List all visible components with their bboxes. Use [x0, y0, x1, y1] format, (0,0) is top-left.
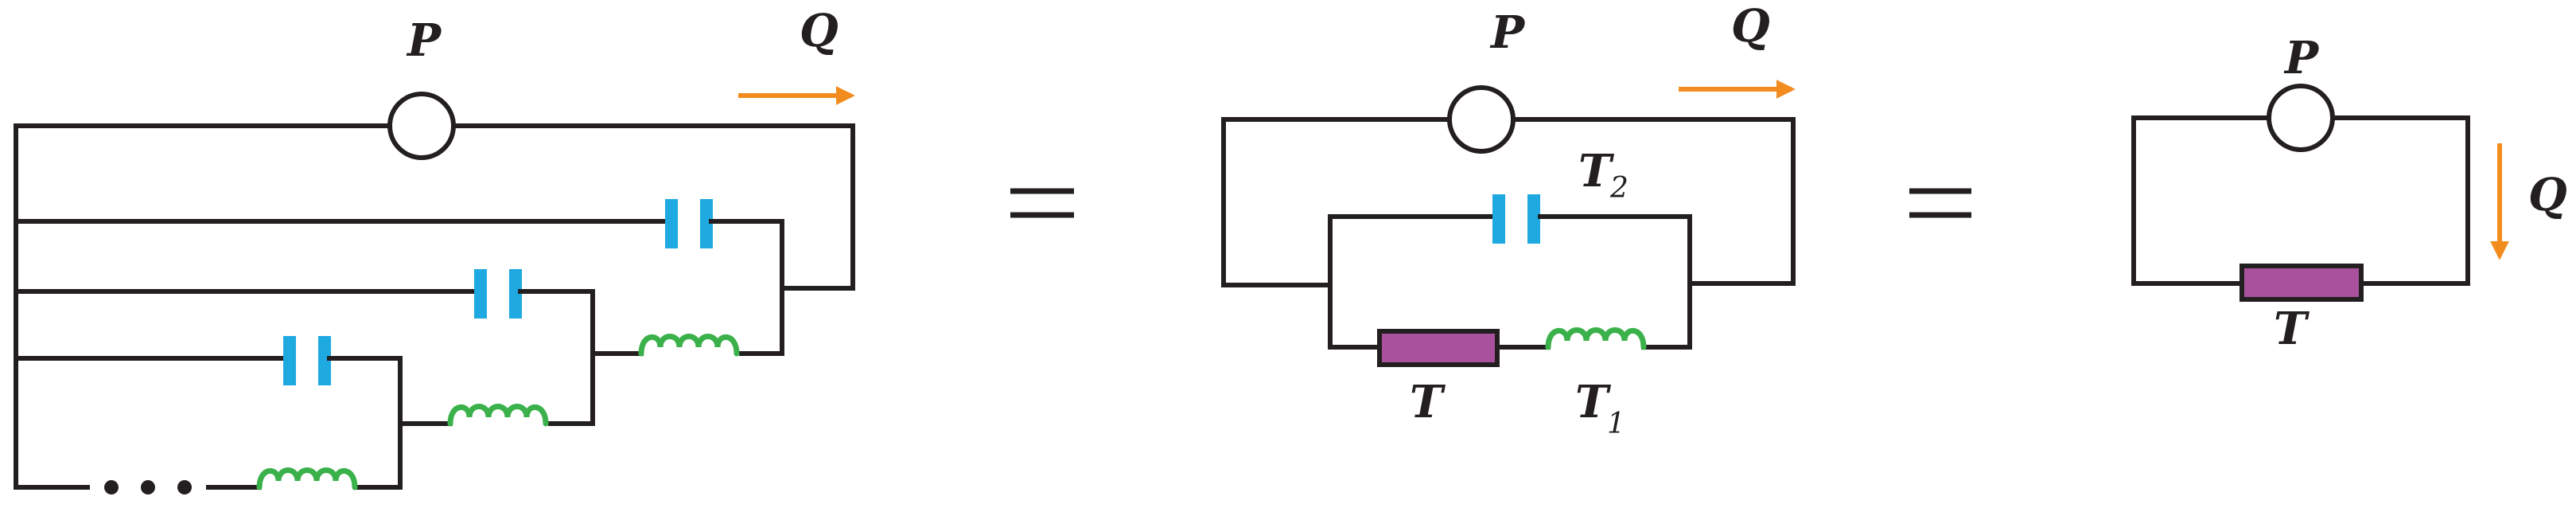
- ladder-circuit: P Q: [14, 5, 855, 494]
- ladder-row3-wire-right: [327, 356, 403, 490]
- equivalent-circuit: P T Q: [2131, 32, 2567, 355]
- reduced-circuit: P Q T 2 T T 1: [1221, 0, 1796, 440]
- ladder-source-icon: [387, 92, 456, 160]
- reduced-capacitor-icon: [1492, 194, 1505, 244]
- ladder-top-right-wire: [451, 123, 855, 291]
- reduced-t1-label: T: [1575, 376, 1612, 428]
- equivalent-source-label: P: [2283, 32, 2320, 84]
- equivalent-resistor-icon: [2239, 264, 2364, 302]
- equivalent-left-wire: [2131, 115, 2271, 286]
- reduced-outer-right-wire: [1511, 117, 1796, 286]
- ladder-row2-capacitor-icon: [474, 269, 487, 319]
- ladder-row2-capacitor-icon-b: [509, 269, 522, 319]
- equivalent-t-label: T: [2274, 303, 2310, 355]
- reduced-inner-top-left-wire: [1328, 214, 1498, 350]
- ladder-l3-inductor-icon: [256, 467, 358, 491]
- ladder-row1-wire-right: [709, 219, 784, 356]
- ladder-ellipsis-icon-c: [177, 480, 192, 494]
- reduced-inner-top-right-wire: [1538, 214, 1692, 350]
- equals-sign-2: [1909, 188, 1971, 218]
- ladder-row3-capacitor-icon: [283, 336, 296, 385]
- reduced-capacitor-icon-b: [1527, 194, 1540, 244]
- ladder-row2-wire-right: [518, 289, 595, 426]
- ladder-source-label: P: [406, 14, 442, 67]
- ladder-row3-capacitor-icon-b: [318, 336, 331, 385]
- ladder-ellipsis-icon-b: [141, 480, 155, 494]
- reduced-t1-subscript: 1: [1607, 408, 1625, 440]
- ladder-flow-label: Q: [800, 5, 839, 57]
- ladder-ellipsis-icon: [104, 480, 119, 494]
- ladder-l2-inductor-icon: [447, 404, 549, 427]
- equivalent-source-icon: [2267, 84, 2335, 152]
- ladder-top-wire: [14, 123, 392, 488]
- reduced-t-label: T: [1410, 376, 1446, 428]
- ladder-l1-inductor-icon: [638, 334, 740, 357]
- reduced-t2-label: T: [1578, 145, 1615, 197]
- equivalent-right-wire: [2330, 115, 2470, 286]
- reduced-resistor-icon: [1377, 329, 1500, 367]
- reduced-inductor-icon: [1545, 327, 1647, 350]
- equivalent-flow-label: Q: [2528, 169, 2567, 221]
- reduced-source-label: P: [1489, 6, 1526, 59]
- reduced-flow-label: Q: [1731, 0, 1770, 53]
- reduced-t2-subscript: 2: [1609, 172, 1628, 205]
- equals-sign-1: [1010, 188, 1074, 218]
- reduced-outer-left-wire: [1221, 117, 1452, 287]
- ladder-row1-capacitor-icon: [665, 199, 678, 248]
- ladder-row1-capacitor-icon-b: [700, 199, 713, 248]
- reduced-source-icon: [1447, 85, 1516, 154]
